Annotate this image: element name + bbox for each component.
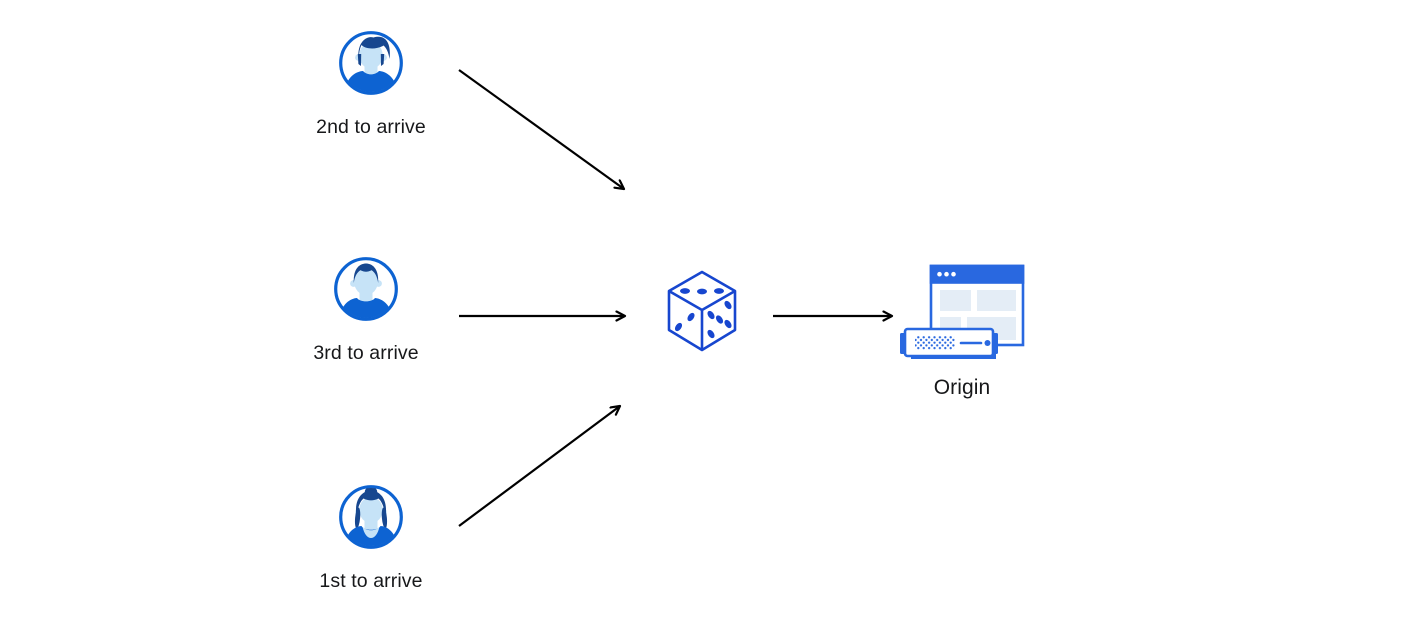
avatar-man-short-hair-icon (333, 256, 399, 327)
arrow-user-second-to-dice (458, 69, 624, 189)
arrow-user-first-to-dice (458, 406, 620, 527)
node-dice (667, 270, 737, 357)
dice-icon (667, 270, 737, 357)
avatar-man-pompadour-icon (338, 30, 404, 101)
node-label: 1st to arrive (319, 570, 423, 592)
node-label: Origin (933, 376, 991, 399)
node-origin: Origin (898, 263, 1026, 399)
node-user-third: 3rd to arrive (313, 256, 419, 364)
node-label: 3rd to arrive (313, 342, 419, 364)
browser-and-server-icon (898, 263, 1026, 368)
node-label: 2nd to arrive (316, 116, 426, 138)
node-user-first: 1st to arrive (319, 484, 422, 592)
avatar-woman-bun-icon (338, 484, 404, 555)
node-user-second: 2nd to arrive (316, 30, 426, 138)
